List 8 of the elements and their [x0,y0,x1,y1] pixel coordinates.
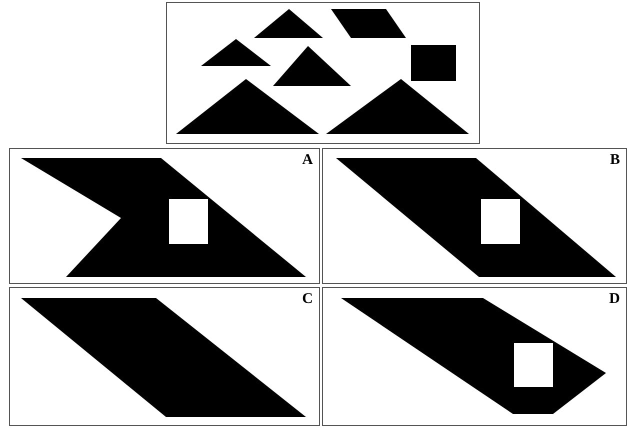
answer-panel [322,148,627,284]
option-letter: D [609,291,620,307]
answer-panel [9,287,320,426]
option-letter: B [610,152,620,168]
option-letter: A [302,152,313,168]
answer-panel [9,148,320,284]
answer-panel [322,287,627,426]
option-letter: C [302,291,313,307]
